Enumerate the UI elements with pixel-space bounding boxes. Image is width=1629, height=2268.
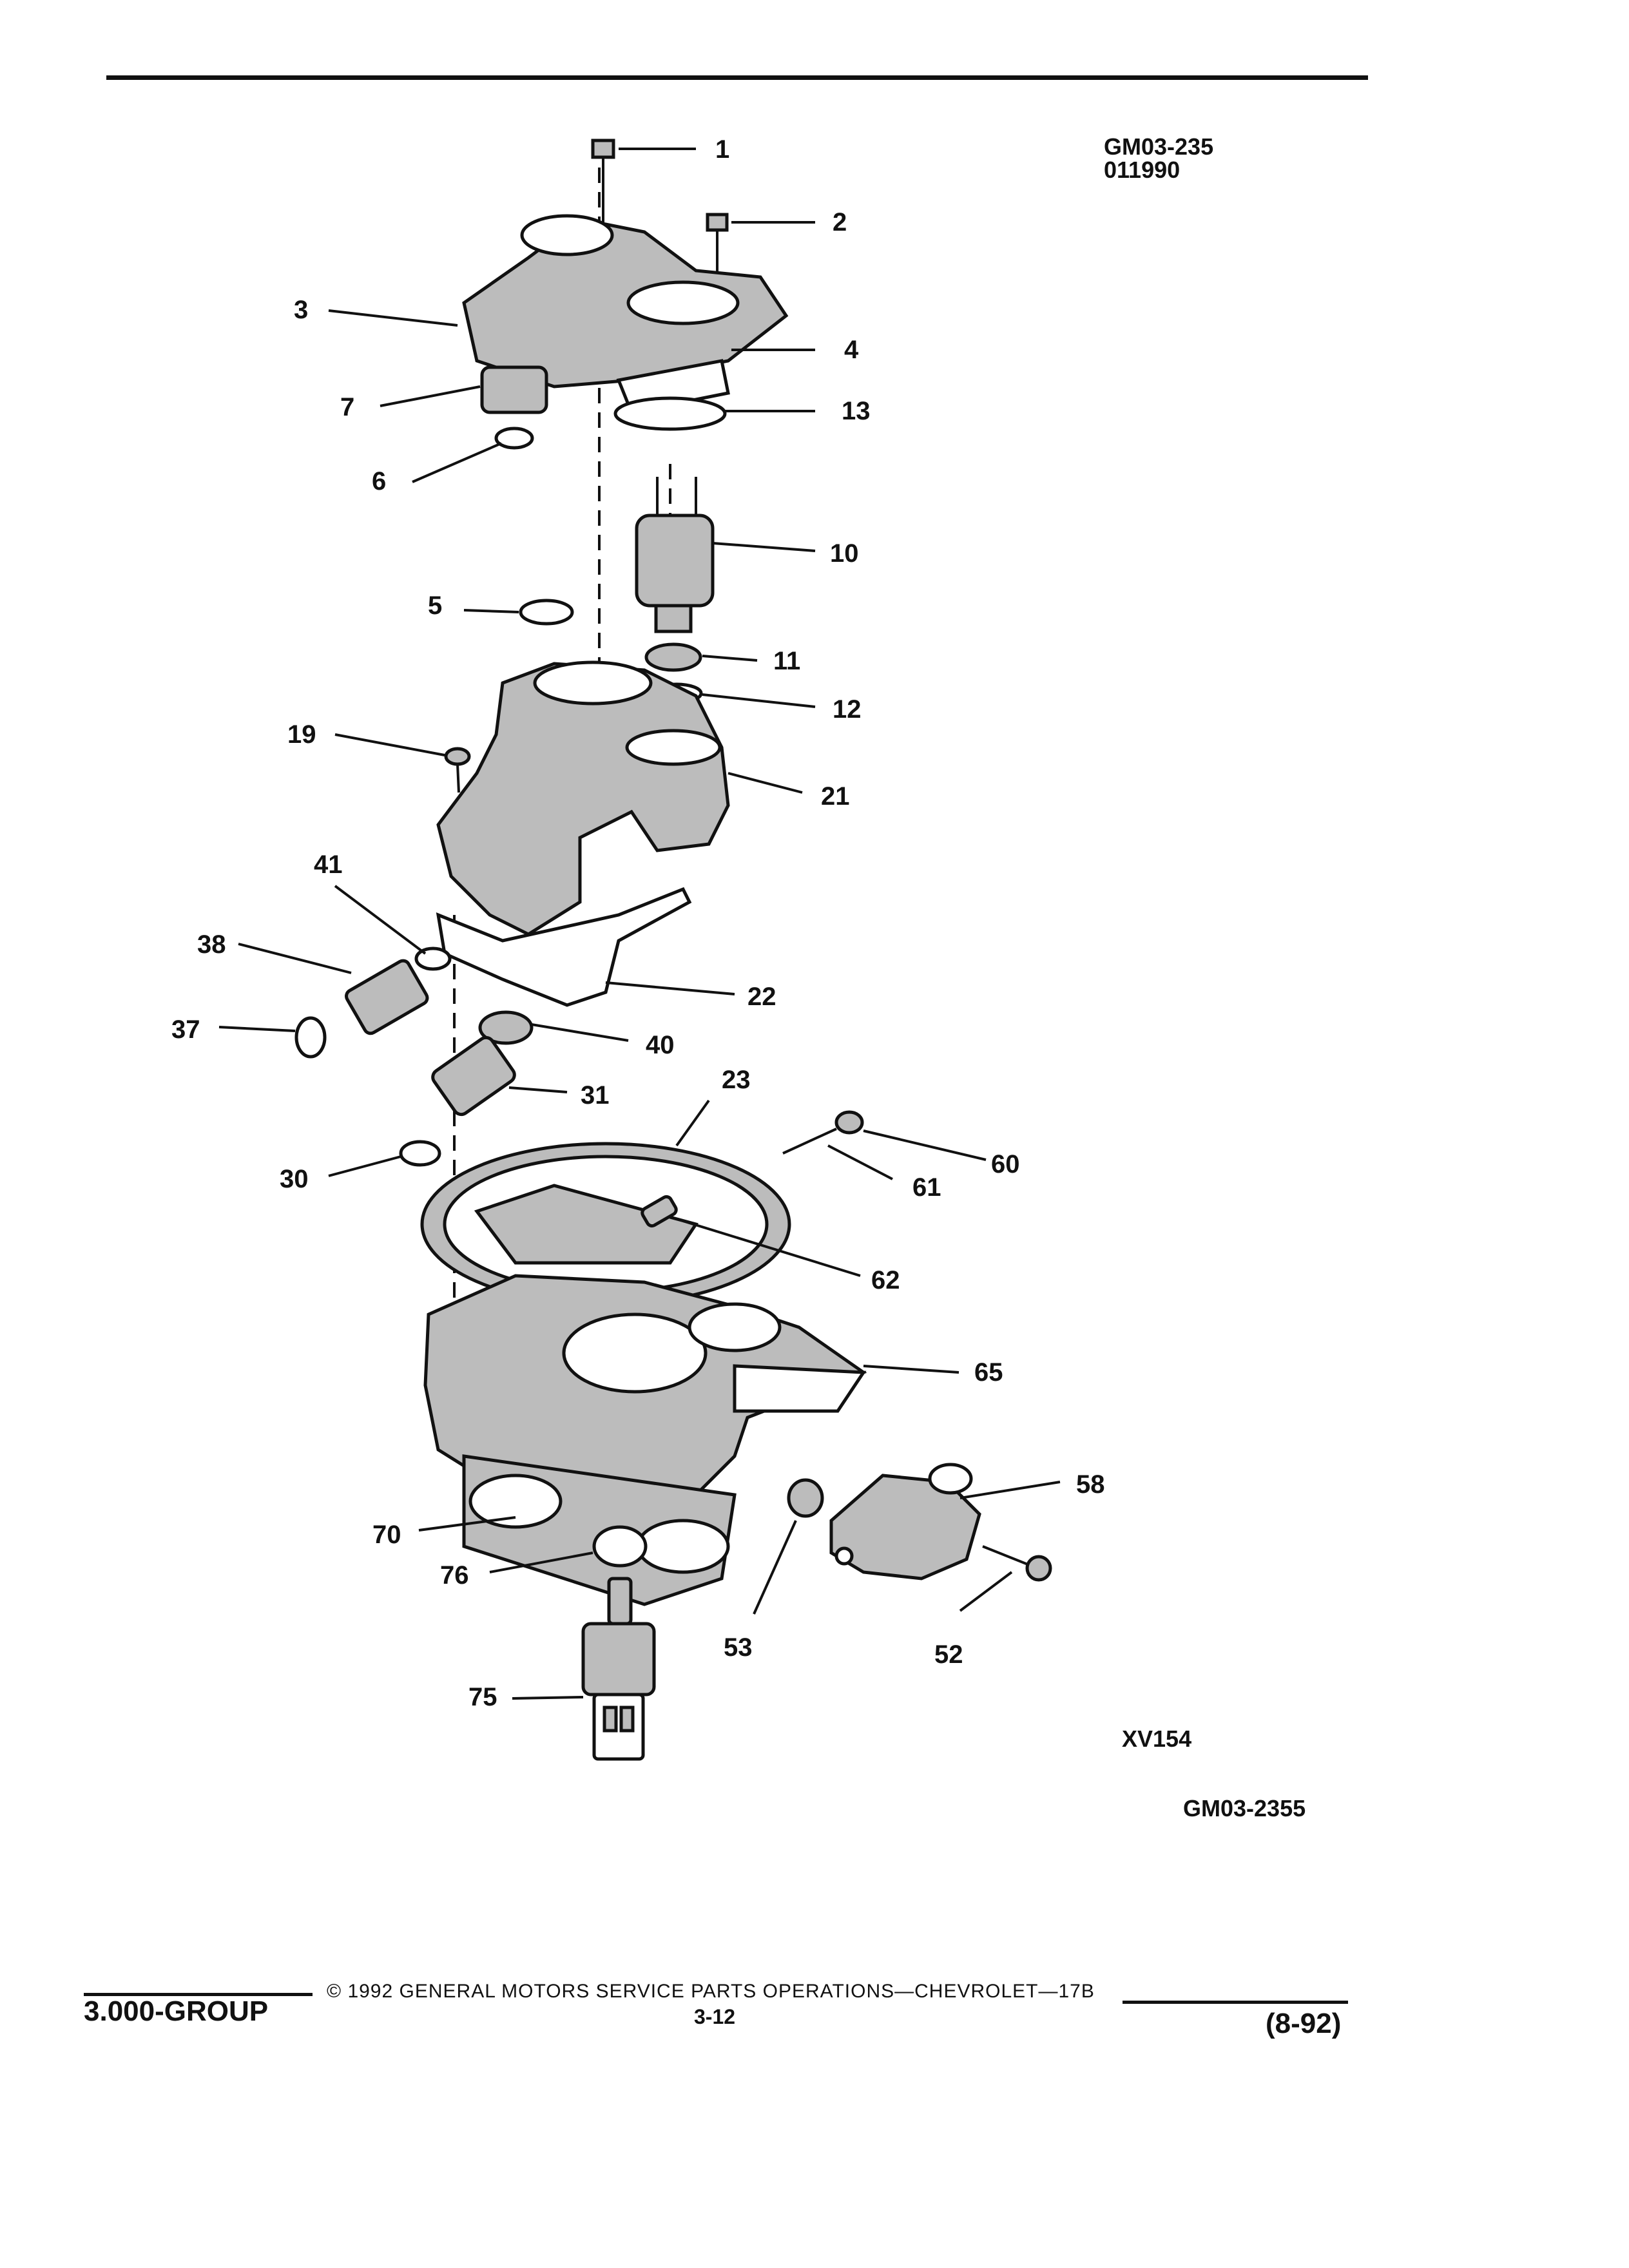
footer-rule-left xyxy=(84,1993,313,1996)
top-rule xyxy=(106,75,1368,80)
callout-60: 60 xyxy=(991,1150,1020,1178)
copyright-notice: © 1992 GENERAL MOTORS SERVICE PARTS OPER… xyxy=(327,1981,1095,2002)
callout-2: 2 xyxy=(833,208,847,236)
callout-75: 75 xyxy=(468,1683,497,1711)
fitting-40 xyxy=(478,1010,534,1045)
page-number: 3-12 xyxy=(694,2005,736,2028)
callout-61: 61 xyxy=(912,1173,941,1202)
leader-lines xyxy=(218,148,1061,1700)
figure-reference: GM03-2355 xyxy=(1183,1795,1306,1821)
seal-30 xyxy=(399,1140,441,1167)
callout-7: 7 xyxy=(340,393,355,421)
injector-10 xyxy=(635,477,715,633)
seal-76 xyxy=(592,1525,648,1568)
callout-38: 38 xyxy=(197,930,226,959)
fuel-meter-body-21 xyxy=(436,660,730,972)
callout-1: 1 xyxy=(715,135,730,164)
callout-65: 65 xyxy=(974,1358,1003,1387)
callout-3: 3 xyxy=(294,296,309,324)
fitting-31 xyxy=(431,1035,516,1117)
screw-60 xyxy=(782,1110,864,1155)
callout-12: 12 xyxy=(833,695,862,724)
seal-37 xyxy=(294,1016,327,1059)
injector-7 xyxy=(480,365,548,450)
gasket-22 xyxy=(436,887,692,1007)
callout-70: 70 xyxy=(372,1521,401,1549)
figure-code: XV154 xyxy=(1122,1725,1192,1752)
callout-6: 6 xyxy=(372,467,387,495)
seal-53 xyxy=(787,1478,824,1518)
callout-11: 11 xyxy=(773,647,801,675)
seal-5 xyxy=(519,599,574,626)
callout-23: 23 xyxy=(722,1066,751,1094)
screw-2 xyxy=(706,213,729,284)
seal-13 xyxy=(613,396,727,431)
callout-52: 52 xyxy=(934,1640,963,1669)
callout-22: 22 xyxy=(747,983,776,1011)
callout-30: 30 xyxy=(280,1165,309,1193)
screw-52 xyxy=(982,1545,1052,1582)
screw-19 xyxy=(444,747,471,793)
callout-19: 19 xyxy=(287,720,316,749)
throttle-body-65 xyxy=(423,1274,867,1510)
callout-58: 58 xyxy=(1076,1470,1105,1499)
callout-37: 37 xyxy=(171,1015,200,1044)
callout-53: 53 xyxy=(724,1633,753,1662)
callout-76: 76 xyxy=(440,1561,469,1590)
callout-40: 40 xyxy=(646,1031,675,1059)
callout-5: 5 xyxy=(428,591,443,620)
callout-62: 62 xyxy=(871,1266,900,1294)
reference-code: GM03-235 xyxy=(1104,133,1214,160)
footer-rule-right xyxy=(1123,2001,1348,2004)
callout-21: 21 xyxy=(821,782,850,811)
group-label: 3.000-GROUP xyxy=(84,1995,269,2027)
revision-date: (8-92) xyxy=(1266,2008,1342,2039)
callout-10: 10 xyxy=(830,539,859,568)
seal-11 xyxy=(644,642,702,672)
callout-41: 41 xyxy=(314,850,343,879)
callout-4: 4 xyxy=(844,336,859,364)
callout-13: 13 xyxy=(842,397,871,425)
callout-31: 31 xyxy=(581,1081,610,1110)
idle-air-valve-58 xyxy=(829,1463,981,1581)
sensor-75 xyxy=(581,1577,656,1761)
reference-date: 011990 xyxy=(1104,157,1181,183)
spring-62 xyxy=(641,1195,678,1228)
fitting-38 xyxy=(345,947,452,1035)
meter-body-3 xyxy=(462,214,789,389)
gasket-23 xyxy=(420,1142,791,1307)
